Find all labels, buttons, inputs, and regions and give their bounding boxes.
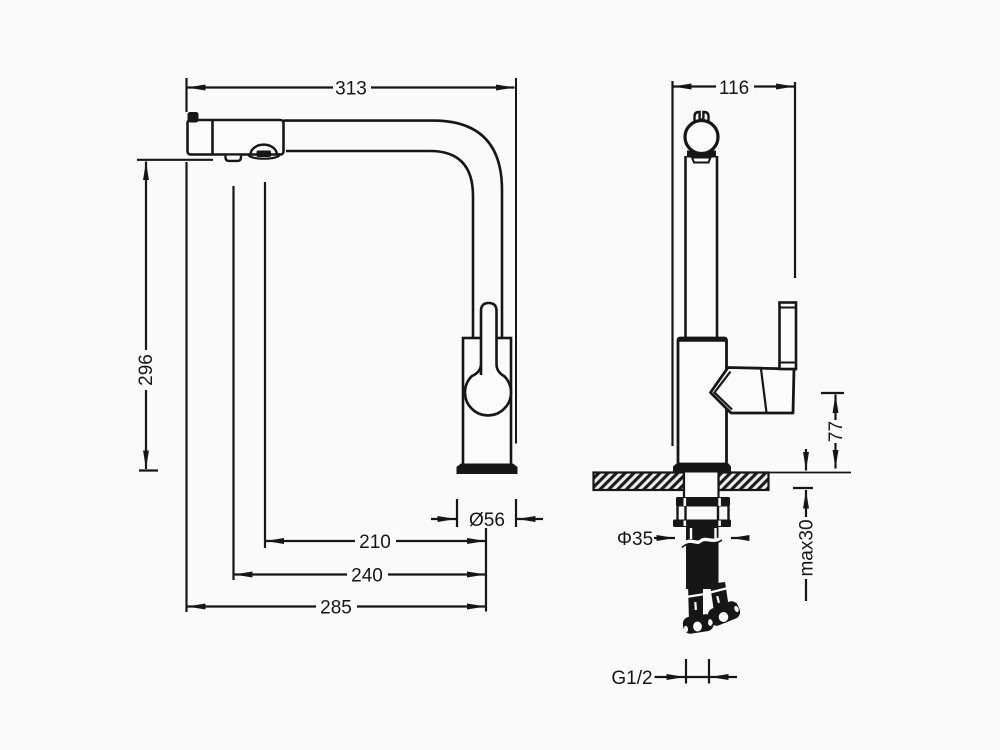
svg-text:Φ35: Φ35: [617, 529, 653, 550]
svg-text:77: 77: [826, 421, 847, 442]
svg-text:285: 285: [320, 598, 352, 619]
svg-text:G1/2: G1/2: [611, 668, 652, 689]
svg-text:Ø56: Ø56: [469, 510, 505, 531]
svg-text:313: 313: [335, 79, 367, 100]
svg-text:296: 296: [136, 354, 157, 386]
svg-text:210: 210: [359, 532, 391, 553]
svg-text:116: 116: [719, 78, 749, 99]
svg-text:240: 240: [351, 566, 383, 587]
svg-text:max30: max30: [797, 519, 818, 576]
